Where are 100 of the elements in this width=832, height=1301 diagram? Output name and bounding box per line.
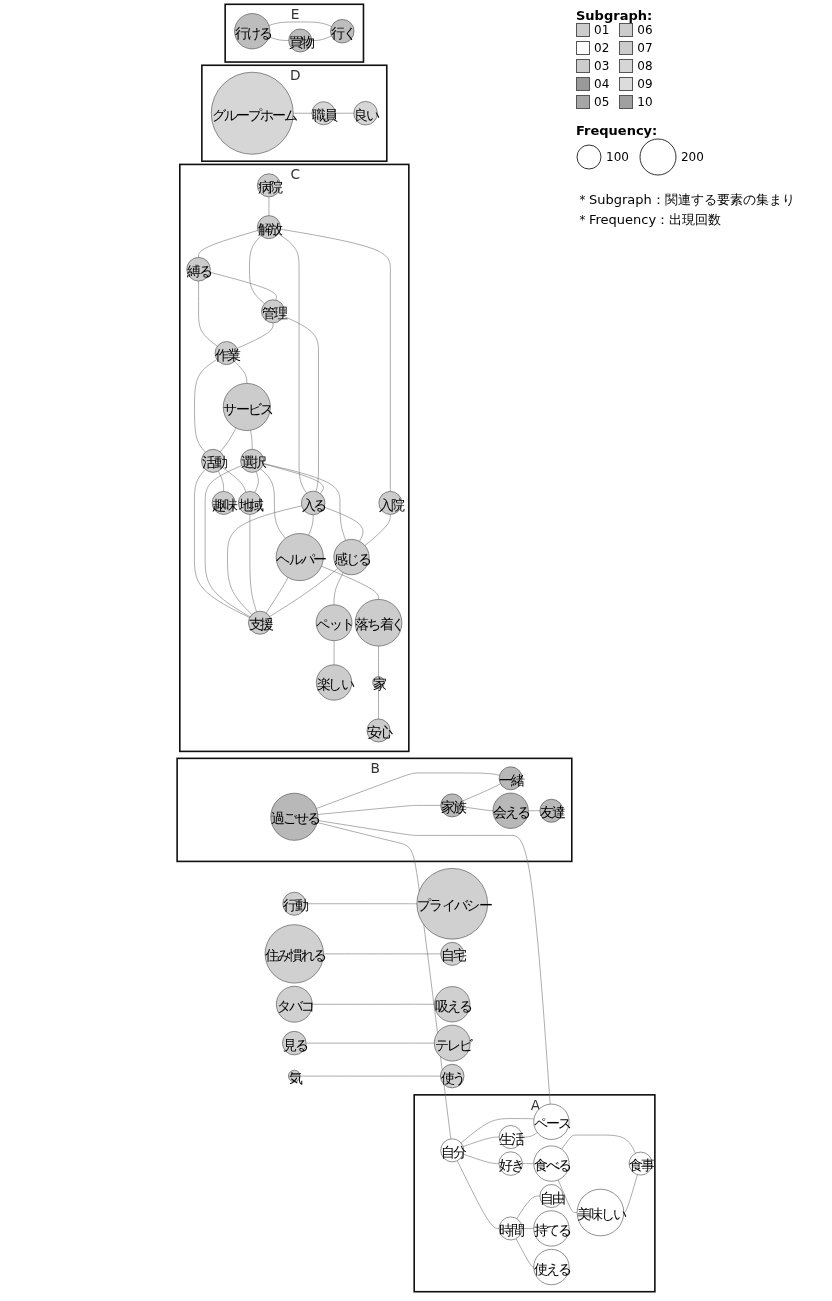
legend-label: 05: [594, 95, 610, 109]
connector: [260, 468, 286, 539]
note-text: ＊Subgraph：関連する要素の集まり: [576, 191, 795, 209]
connector: [209, 272, 277, 301]
legend-label: 10: [637, 95, 653, 109]
connector: [521, 1228, 534, 1229]
connector: [463, 806, 494, 811]
node-circle: 自宅: [440, 942, 465, 966]
connector: [462, 1153, 500, 1164]
connector: [323, 506, 364, 542]
node-circle: 美味しい: [576, 1188, 625, 1237]
node-circle: 吸える: [434, 986, 471, 1023]
connector: [278, 233, 307, 494]
note-text: ＊Frequency：出現回数: [576, 210, 723, 229]
node-circle: 家族: [440, 793, 465, 818]
connector: [317, 820, 551, 1105]
node-circle: 持てる: [533, 1210, 570, 1247]
connector: [378, 688, 379, 720]
legend-heading: Subgraph:: [576, 8, 653, 23]
node-circle: 活動: [201, 449, 225, 473]
connector: [283, 315, 319, 492]
node-circle: ペット: [315, 604, 353, 641]
connector: [194, 469, 250, 618]
connector: [249, 235, 265, 304]
connector: [516, 1195, 541, 1219]
legend-label: 03: [594, 59, 610, 73]
node-circle: 好き: [498, 1151, 523, 1176]
connector: [317, 805, 441, 815]
legend-label: 04: [594, 77, 610, 91]
node-circle: 住み慣れる: [264, 924, 324, 984]
node-circle: 選択: [240, 449, 264, 473]
node-circle: サービス: [222, 383, 271, 431]
connector: [333, 640, 335, 666]
connector: [460, 1118, 535, 1144]
connector: [323, 953, 441, 955]
connector: [254, 471, 259, 493]
node-circle: 食べる: [533, 1145, 570, 1182]
connector: [263, 463, 324, 494]
node-circle: 友達: [539, 798, 564, 823]
node-circle: ヘルパー: [275, 533, 324, 581]
node-circle: 買物: [288, 28, 312, 53]
connector: [204, 465, 251, 618]
node-circle: 楽しい: [316, 664, 352, 701]
node-circle: 地域: [238, 491, 262, 515]
connector: [334, 112, 355, 114]
connector: [249, 514, 257, 612]
node-circle: 管理: [261, 299, 285, 324]
node-circle: 安心: [366, 718, 391, 743]
node-circle: 職員: [311, 101, 336, 126]
connector: [522, 1163, 534, 1164]
connector: [308, 514, 314, 536]
connector: [222, 467, 247, 493]
node-circle: 支援: [248, 610, 272, 635]
node-circle: 使える: [533, 1249, 570, 1285]
node-circle: 食事: [628, 1151, 653, 1176]
connector: [194, 359, 218, 453]
legend-label: 200: [680, 150, 704, 164]
connector: [218, 470, 224, 492]
connector: [280, 228, 391, 492]
connector: [198, 280, 218, 347]
connector: [521, 1132, 538, 1138]
node-circle: 気: [288, 1069, 301, 1083]
node-circle: 落ち着く: [354, 599, 403, 647]
connector: [263, 463, 346, 541]
node-circle: 生活: [498, 1125, 523, 1149]
node-circle: 入院: [378, 491, 403, 515]
node-circle: 使う: [440, 1064, 465, 1089]
node-circle: 家: [372, 676, 385, 689]
node-circle: 感じる: [333, 539, 370, 576]
connector: [305, 903, 418, 905]
node-circle: タバコ: [276, 986, 313, 1023]
node-circle: 縛る: [186, 257, 211, 282]
node-circle: 病院: [257, 173, 281, 198]
connector: [378, 645, 379, 677]
connector: [293, 112, 313, 114]
node-circle: 時間: [498, 1216, 523, 1241]
connector: [236, 322, 274, 349]
node-circle: 良い: [353, 101, 378, 126]
node-circle: 趣味: [211, 491, 236, 515]
node-circle: 見る: [282, 1031, 307, 1056]
legend-label: 08: [637, 59, 653, 73]
connector: [312, 1004, 435, 1005]
connector: [316, 772, 500, 809]
connector: [305, 1042, 435, 1044]
connector: [299, 1075, 441, 1077]
connector: [265, 577, 289, 614]
connector: [557, 1179, 578, 1213]
node-circle: テレビ: [434, 1024, 471, 1062]
connector: [220, 427, 237, 453]
node-circle: 行く: [330, 19, 355, 44]
node-circle: 作業: [214, 341, 239, 365]
connector: [234, 361, 248, 384]
connector: [268, 21, 332, 27]
legend-label: 06: [637, 23, 653, 37]
connector: [364, 514, 391, 546]
connector: [462, 1136, 500, 1147]
legend-label: 09: [637, 77, 653, 91]
connector: [528, 810, 541, 811]
legend-heading: Frequency:: [576, 123, 659, 138]
connector: [462, 783, 501, 802]
